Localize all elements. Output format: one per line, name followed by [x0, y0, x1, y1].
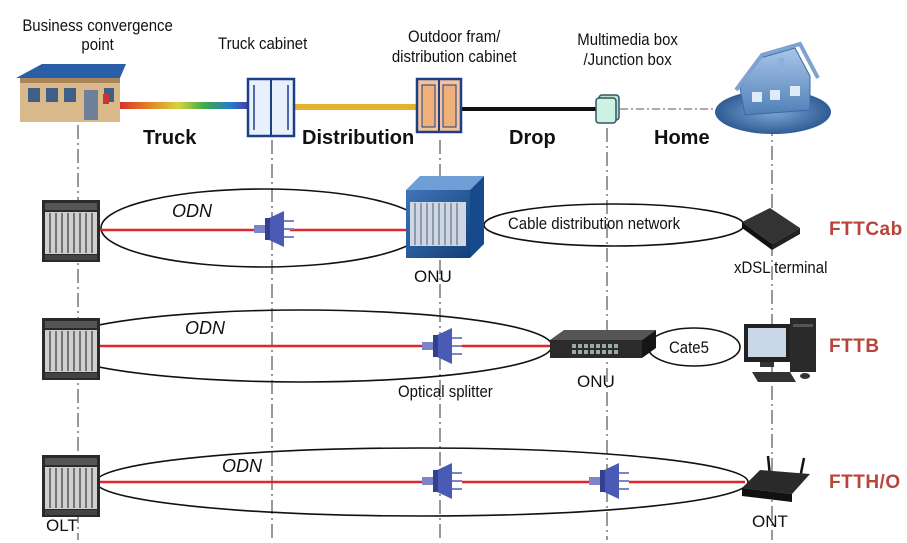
home-house-icon: [715, 41, 831, 134]
fttcab-odn-label: ODN: [172, 201, 212, 221]
fttb-tag: FTTB: [829, 336, 880, 357]
fttb-odn-label: ODN: [185, 318, 225, 338]
optical-splitter-label: Optical splitter: [398, 382, 493, 401]
ont-router-icon: [742, 455, 810, 502]
truck-cabinet-icon: [246, 77, 296, 138]
truck-cable: [120, 102, 250, 109]
segment-home: Home: [654, 127, 710, 149]
ftth-splitter-2-icon: [588, 462, 630, 500]
fttcab-splitter-icon: [253, 210, 295, 248]
ftth-splitter-1-icon: [421, 462, 463, 500]
drop-cable: [460, 107, 598, 111]
fttcab-onu-icon: [406, 176, 484, 258]
outdoor-cabinet-label: Outdoor fram/ distribution cabinet: [391, 27, 517, 66]
ftth-olt-icon: [41, 454, 101, 518]
distribution-cable: [294, 104, 418, 110]
fttcab-olt-icon: [41, 199, 101, 263]
xdsl-terminal-label: xDSL terminal: [734, 258, 828, 277]
business-convergence-label: Business convergence point: [22, 16, 173, 54]
cate5-label: Cate5: [669, 338, 709, 357]
desktop-computer-icon: [744, 318, 816, 382]
fttcab-tag: FTTCab: [829, 219, 903, 240]
fttcab-onu-label: ONU: [414, 267, 452, 286]
outdoor-cabinet-icon: [415, 77, 463, 134]
segment-distribution: Distribution: [302, 127, 415, 149]
segment-truck: Truck: [143, 127, 197, 149]
fttb-splitter-icon: [421, 327, 463, 365]
business-building-icon: [16, 64, 126, 122]
xdsl-terminal-icon: [742, 208, 800, 250]
cable-distribution-network-label: Cable distribution network: [508, 214, 681, 233]
segment-drop: Drop: [509, 127, 556, 149]
ftth-tag: FTTH/O: [829, 472, 901, 493]
ftth-odn-label: ODN: [222, 456, 262, 476]
fttb-onu-switch-icon: [550, 330, 656, 358]
ont-label: ONT: [752, 512, 788, 531]
multimedia-box-label: Multimedia box /Junction box: [577, 30, 678, 69]
fttb-olt-icon: [41, 317, 101, 381]
junction-box-icon: [595, 94, 620, 124]
olt-label: OLT: [46, 516, 78, 535]
fttb-onu-label: ONU: [577, 372, 615, 391]
truck-cabinet-label: Truck cabinet: [218, 34, 308, 53]
